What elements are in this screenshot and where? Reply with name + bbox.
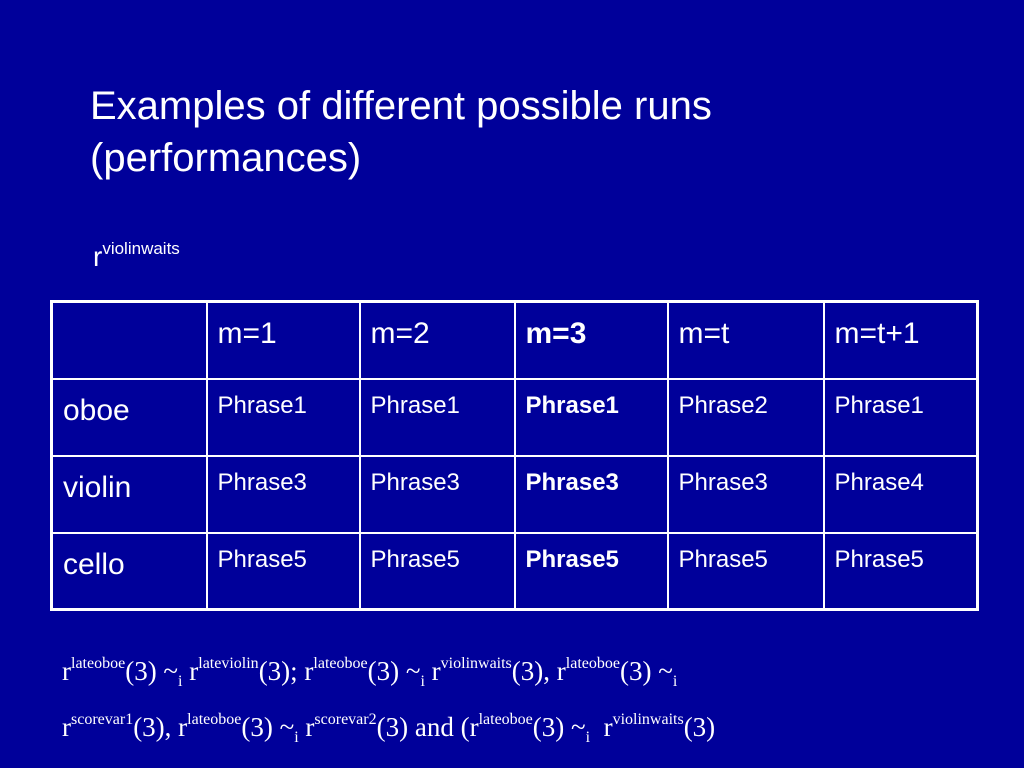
slide-title-line-1: Examples of different possible runs bbox=[90, 84, 712, 128]
run-label-superscript: violinwaits bbox=[102, 239, 180, 258]
table-header-row: m=1 m=2 m=3 m=t m=t+1 bbox=[50, 300, 979, 380]
table-cell: Phrase3 bbox=[205, 454, 361, 534]
run-label-base: r bbox=[93, 241, 103, 272]
table-header-cell: m=3 bbox=[513, 300, 669, 380]
table-cell: Phrase1 bbox=[513, 377, 669, 457]
table-cell: Phrase2 bbox=[666, 377, 825, 457]
formula-line-2: rscorevar1(3), rlateoboe(3) ~i rscorevar… bbox=[62, 711, 716, 746]
table-header-cell: m=1 bbox=[205, 300, 361, 380]
formula-line-1: rlateoboe(3) ~i rlateviolin(3); rlateobo… bbox=[62, 655, 678, 690]
formula-text: rlateoboe(3) ~i rlateviolin(3); rlateobo… bbox=[62, 645, 1012, 757]
table-row: violin Phrase3 Phrase3 Phrase3 Phrase3 P… bbox=[50, 454, 979, 534]
table-cell: Phrase3 bbox=[666, 454, 825, 534]
table-cell: Phrase3 bbox=[513, 454, 669, 534]
table-cell: Phrase3 bbox=[358, 454, 516, 534]
runs-table: m=1 m=2 m=3 m=t m=t+1 oboe Phrase1 Phras… bbox=[50, 300, 979, 611]
row-label: cello bbox=[50, 531, 208, 611]
table-cell: Phrase1 bbox=[358, 377, 516, 457]
slide-title-line-2: (performances) bbox=[90, 136, 362, 180]
table-cell: Phrase1 bbox=[205, 377, 361, 457]
table-cell: Phrase5 bbox=[822, 531, 979, 611]
row-label: oboe bbox=[50, 377, 208, 457]
table-cell: Phrase4 bbox=[822, 454, 979, 534]
table-row: oboe Phrase1 Phrase1 Phrase1 Phrase2 Phr… bbox=[50, 377, 979, 457]
slide-title: Examples of different possible runs (per… bbox=[90, 80, 990, 184]
table-header-cell: m=2 bbox=[358, 300, 516, 380]
run-label: rviolinwaits bbox=[93, 232, 180, 274]
table-cell: Phrase5 bbox=[513, 531, 669, 611]
table-cell: Phrase1 bbox=[822, 377, 979, 457]
table-row: cello Phrase5 Phrase5 Phrase5 Phrase5 Ph… bbox=[50, 531, 979, 611]
table-header-cell bbox=[50, 300, 208, 380]
table-header-cell: m=t+1 bbox=[822, 300, 979, 380]
table-cell: Phrase5 bbox=[205, 531, 361, 611]
table-cell: Phrase5 bbox=[666, 531, 825, 611]
table-cell: Phrase5 bbox=[358, 531, 516, 611]
row-label: violin bbox=[50, 454, 208, 534]
table-header-cell: m=t bbox=[666, 300, 825, 380]
